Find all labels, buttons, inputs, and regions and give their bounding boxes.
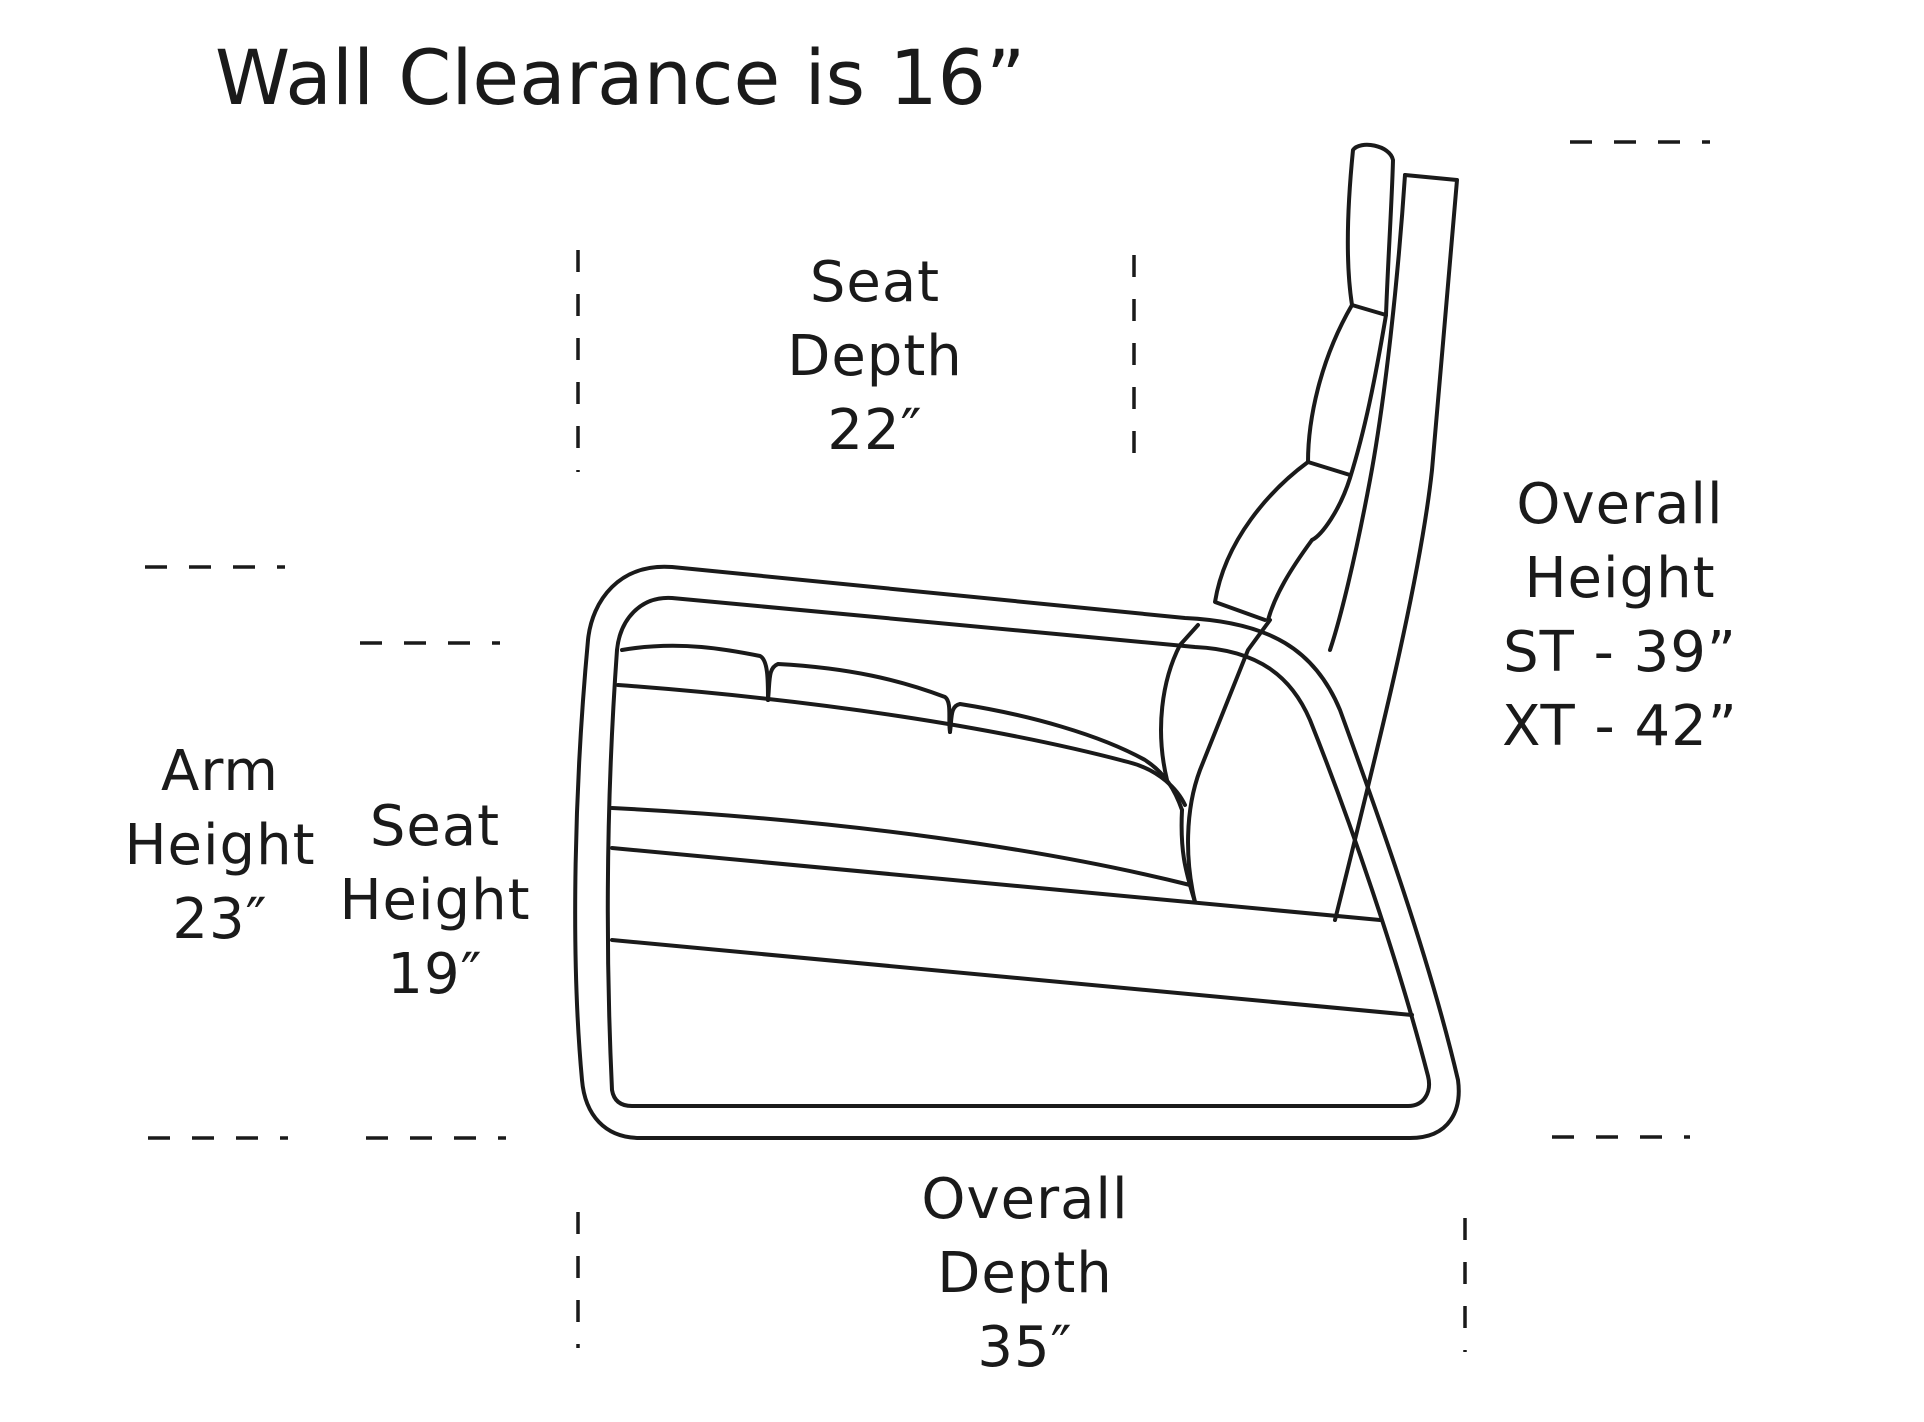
overall-depth-line-1: Overall: [921, 1167, 1129, 1232]
overall-depth-line-2: Depth: [937, 1241, 1113, 1306]
seat-pillow-1: [620, 643, 770, 702]
arm-frame-inner: [605, 595, 1431, 1108]
headrest: [1345, 142, 1395, 317]
arm-height-line-3: 23″: [172, 887, 268, 952]
seat-depth-line-1: Seat: [809, 250, 941, 315]
seat-base-line: [610, 846, 1382, 922]
dimension-guides: [145, 140, 1710, 1352]
page-title: Wall Clearance is 16”: [215, 33, 1026, 122]
back-support-front: [1186, 618, 1272, 904]
arm-frame-outer: [573, 564, 1461, 1140]
arm-height-line-1: Arm: [161, 739, 279, 804]
seat-depth-line-3: 22″: [827, 398, 923, 463]
arm-height-label: Arm Height 23″: [95, 735, 345, 957]
overall-depth-line-3: 35″: [977, 1315, 1073, 1380]
chair-outline: [573, 142, 1461, 1140]
seat-height-line-1: Seat: [369, 794, 501, 859]
seat-height-line-3: 19″: [387, 942, 483, 1007]
overall-height-line-2: Height: [1524, 546, 1716, 611]
middle-back-cushion-inner: [1266, 538, 1314, 622]
upper-back-cushion: [1306, 303, 1354, 477]
seat-depth-label: Seat Depth 22″: [725, 246, 1025, 468]
seat-depth-line-2: Depth: [787, 324, 963, 389]
middle-back-cushion: [1213, 460, 1310, 622]
seat-top-line: [616, 683, 1187, 807]
seat-height-line-2: Height: [339, 868, 531, 933]
overall-depth-label: Overall Depth 35″: [880, 1163, 1170, 1385]
seat-bottom-curve: [610, 806, 1192, 887]
lower-base-line: [610, 938, 1414, 1017]
back-frame-line: [1328, 173, 1407, 652]
upper-back-cushion-inner: [1310, 313, 1388, 542]
overall-height-line-3: ST - 39”: [1503, 620, 1737, 685]
seat-pillow-3: [948, 702, 1184, 812]
arm-height-line-2: Height: [124, 813, 316, 878]
overall-height-line-4: XT - 42”: [1502, 694, 1738, 759]
seat-pillow-2: [766, 662, 952, 734]
seat-height-label: Seat Height 19″: [315, 790, 555, 1012]
overall-height-line-1: Overall: [1516, 472, 1724, 537]
back-lower-curve: [1159, 623, 1200, 782]
overall-height-label: Overall Height ST - 39” XT - 42”: [1465, 468, 1775, 764]
back-support-rear: [1333, 173, 1459, 922]
